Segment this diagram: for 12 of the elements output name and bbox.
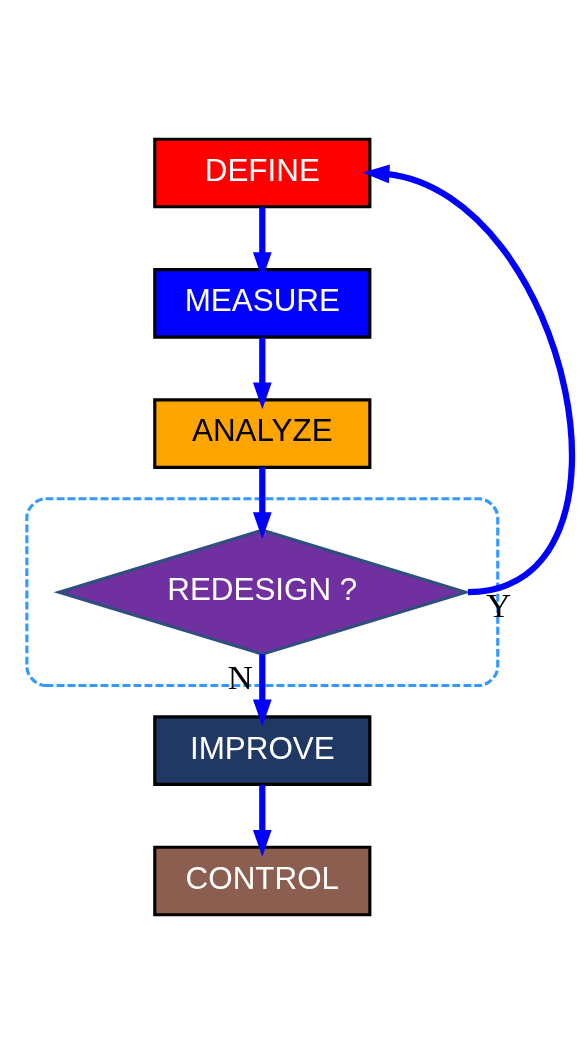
node-box: MEASURE xyxy=(153,268,372,339)
node-box: DEFINE xyxy=(153,137,372,209)
arrow xyxy=(252,654,272,727)
edge-label: Y xyxy=(486,585,512,624)
node-diamond: REDESIGN ? xyxy=(53,528,471,656)
arrow xyxy=(362,164,575,596)
arrow xyxy=(252,785,272,857)
node-box: ANALYZE xyxy=(153,398,372,469)
node-box: IMPROVE xyxy=(153,715,372,786)
arrow xyxy=(252,467,272,540)
node-box: CONTROL xyxy=(153,845,372,917)
arrow xyxy=(252,337,272,410)
